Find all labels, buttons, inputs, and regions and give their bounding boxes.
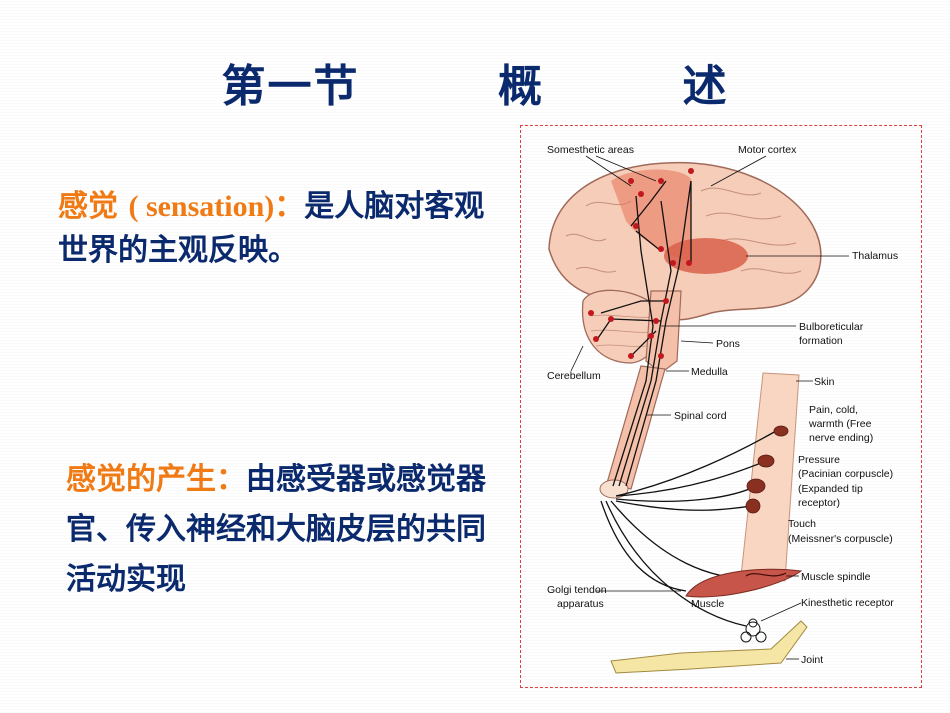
label-somesthetic-areas: Somesthetic areas xyxy=(547,144,634,156)
generation-text: 由感受器或感觉器官、传入神经和大脑皮层的共同活动实现 xyxy=(66,462,486,597)
label-muscle: Muscle xyxy=(691,598,724,610)
generation-paragraph: 感觉的产生：由感受器或感觉器官、传入神经和大脑皮层的共同活动实现 xyxy=(66,455,496,605)
label-touch-1: Touch xyxy=(788,518,816,530)
definition-text: 是人脑对客观世界的主观反映。 xyxy=(58,189,485,268)
label-touch-2: (Meissner's corpuscle) xyxy=(788,533,893,545)
skin-block xyxy=(740,372,800,582)
kinesthetic-receptor-shape xyxy=(740,618,767,643)
label-golgi-1: Golgi tendon xyxy=(547,584,607,596)
label-pressure-2: (Pacinian corpuscle) xyxy=(798,468,893,480)
brain-gyri xyxy=(565,187,802,274)
label-pressure-1: Pressure xyxy=(798,454,840,466)
label-skin: Skin xyxy=(814,376,835,388)
definition-paragraph: 感觉 ( sensation)：是人脑对客观世界的主观反映。 xyxy=(58,185,498,273)
sensory-pathway-diagram: Somesthetic areas Motor cortex Thalamus … xyxy=(547,144,898,674)
thalamus-shape xyxy=(664,238,748,274)
label-medulla: Medulla xyxy=(691,366,728,378)
label-pons: Pons xyxy=(716,338,740,350)
page-title: 第一节 概 述 xyxy=(221,61,729,112)
spinal-cord-section xyxy=(599,479,629,499)
spinal-cord xyxy=(606,365,666,490)
label-joint: Joint xyxy=(801,654,823,666)
leader-lines xyxy=(570,155,849,660)
label-pressure-4: receptor) xyxy=(798,497,840,509)
label-pain-1: Pain, cold, xyxy=(809,404,858,416)
label-motor-cortex: Motor cortex xyxy=(738,144,797,156)
arm-skeleton xyxy=(610,620,808,674)
label-bulboreticular: Bulboreticular xyxy=(799,321,864,333)
label-pressure-3: (Expanded tip xyxy=(798,483,863,495)
pathway-nodes xyxy=(588,168,694,359)
definition-english: ( sensation) xyxy=(128,190,275,223)
generation-term: 感觉的产生： xyxy=(66,462,246,497)
receptors xyxy=(745,425,789,514)
label-kinesthetic-receptor: Kinesthetic receptor xyxy=(801,597,894,609)
label-pain-3: nerve ending) xyxy=(809,432,873,444)
definition-colon: ： xyxy=(274,189,305,224)
label-thalamus: Thalamus xyxy=(852,250,898,262)
label-formation: formation xyxy=(799,335,843,347)
label-cerebellum: Cerebellum xyxy=(547,370,601,382)
cortex-highlight xyxy=(611,169,691,261)
definition-term: 感觉 xyxy=(58,189,118,224)
label-pain-2: warmth (Free xyxy=(808,418,872,430)
label-spinal-cord: Spinal cord xyxy=(674,410,727,422)
label-muscle-spindle: Muscle spindle xyxy=(801,571,871,583)
sensory-pathway-figure: Somesthetic areas Motor cortex Thalamus … xyxy=(520,125,922,688)
label-golgi-2: apparatus xyxy=(557,598,604,610)
brainstem xyxy=(645,290,682,374)
neural-pathways xyxy=(595,180,777,627)
